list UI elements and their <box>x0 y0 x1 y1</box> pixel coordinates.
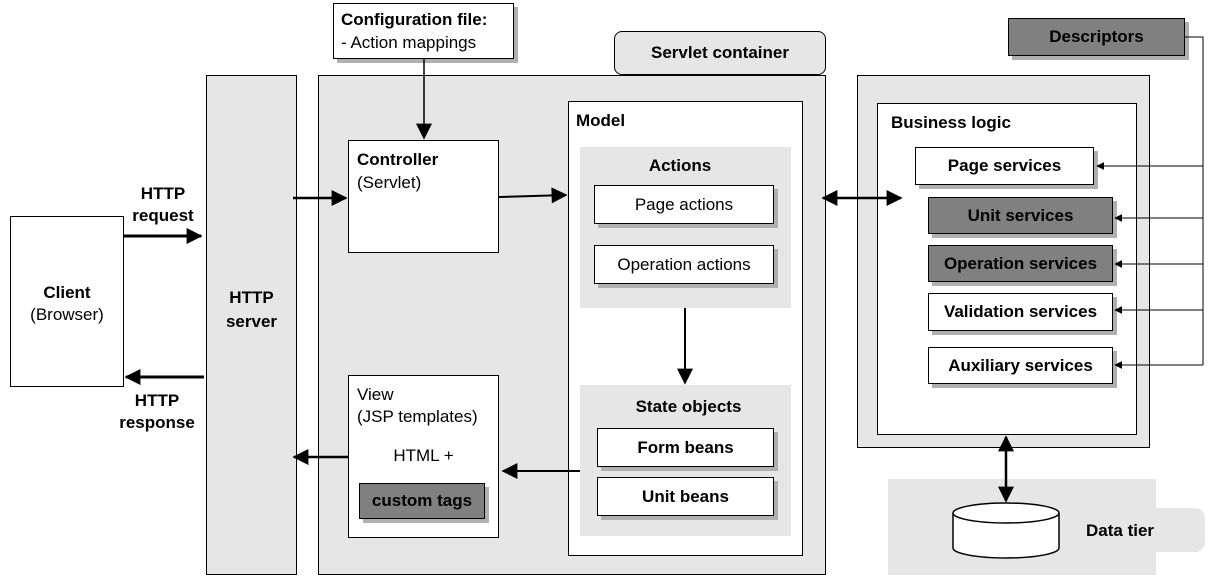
form-beans-box: Form beans <box>597 428 774 467</box>
http-server-label-1: HTTP <box>229 288 274 307</box>
client-subtitle: (Browser) <box>30 305 104 324</box>
custom-tags-box: custom tags <box>359 483 485 519</box>
configuration-file-item: - Action mappings <box>341 33 477 52</box>
http-server-label-2: server <box>225 312 278 331</box>
page-actions-box: Page actions <box>594 185 774 224</box>
validation-services-box: Validation services <box>928 293 1113 331</box>
data-tier-label: Data tier <box>1086 521 1155 540</box>
business-logic-title: Business logic <box>891 113 1011 132</box>
http-request-label-2: request <box>132 206 194 225</box>
controller-box: Controller (Servlet) <box>348 140 499 253</box>
state-objects-title: State objects <box>635 397 742 416</box>
descriptors-connector <box>1185 36 1204 365</box>
view-html-label: HTML + <box>393 446 454 465</box>
operation-services-box: Operation services <box>928 245 1113 282</box>
page-services-box: Page services <box>915 147 1094 185</box>
configuration-file-box: Configuration file: - Action mappings <box>333 3 514 59</box>
actions-title: Actions <box>648 156 712 175</box>
data-tier-label-bg <box>1070 508 1205 552</box>
unit-beans-box: Unit beans <box>597 477 774 516</box>
http-request-label-1: HTTP <box>140 184 186 203</box>
model-title: Model <box>576 111 626 130</box>
http-server-panel <box>206 75 297 575</box>
unit-services-box: Unit services <box>928 197 1113 234</box>
controller-title: Controller <box>357 150 439 169</box>
http-response-label-2: response <box>119 413 195 432</box>
servlet-container-label: Servlet container <box>614 31 826 75</box>
configuration-file-title: Configuration file: <box>341 10 488 29</box>
descriptors-box: Descriptors <box>1008 18 1185 56</box>
client-box <box>10 216 124 387</box>
client-title: Client <box>43 283 91 302</box>
view-subtitle: (JSP templates) <box>357 407 478 426</box>
controller-subtitle: (Servlet) <box>357 173 422 192</box>
view-title: View <box>357 385 394 404</box>
http-response-label-1: HTTP <box>134 391 180 410</box>
operation-actions-box: Operation actions <box>594 245 774 284</box>
auxiliary-services-box: Auxiliary services <box>928 347 1113 384</box>
